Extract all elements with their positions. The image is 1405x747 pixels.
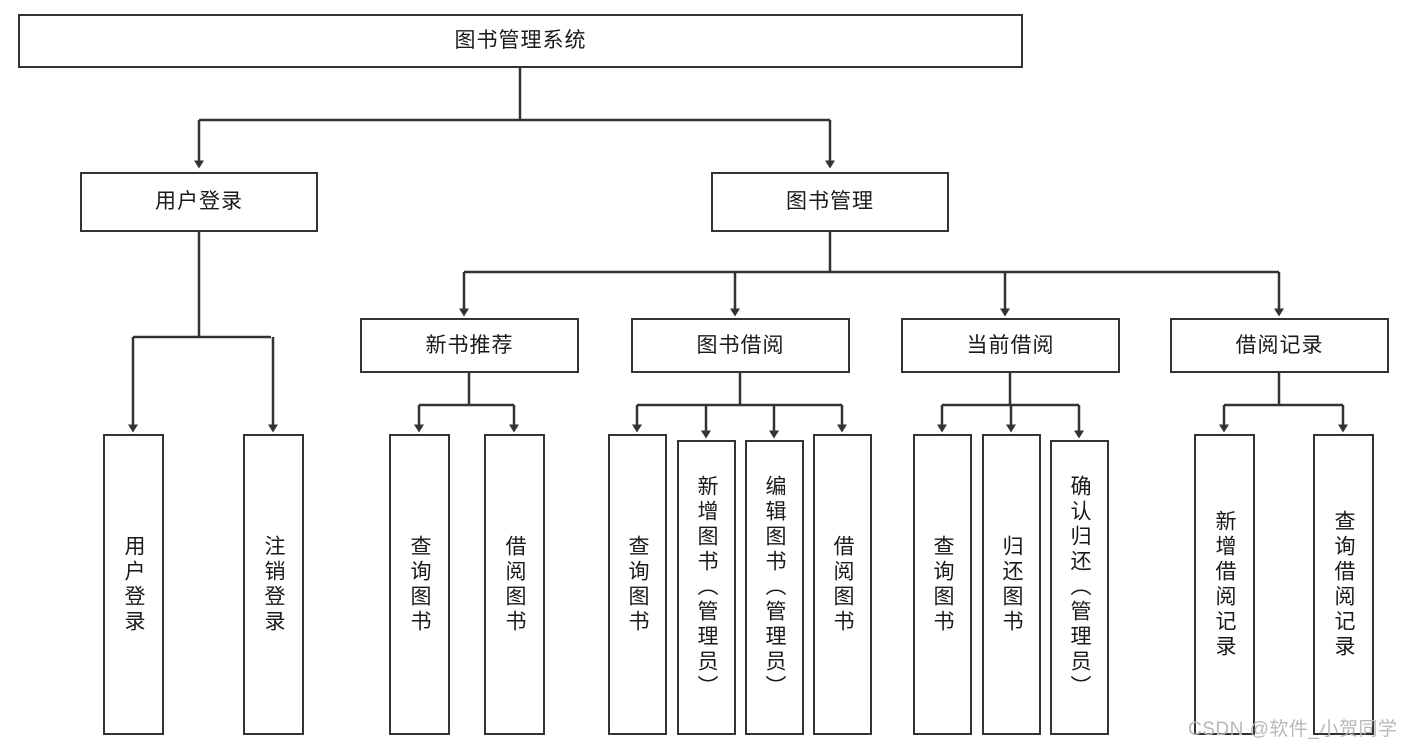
node-leaf-add-book-label: 新增图书（管理员） <box>695 475 718 700</box>
node-leaf-confirm-return[interactable]: 确认归还（管理员） <box>1050 440 1109 735</box>
node-user-login[interactable]: 用户登录 <box>80 172 318 232</box>
node-leaf-query-book-borrow-label: 查询图书 <box>626 534 649 635</box>
node-leaf-borrow-book[interactable]: 借阅图书 <box>813 434 872 735</box>
edge-new-book-recommend-to-leaves <box>414 373 519 433</box>
node-leaf-user-login[interactable]: 用户登录 <box>103 434 164 735</box>
node-leaf-add-borrow-record-label: 新增借阅记录 <box>1213 509 1236 660</box>
node-leaf-user-logout[interactable]: 注销登录 <box>243 434 304 735</box>
node-borrow-record-label: 借阅记录 <box>1235 333 1324 357</box>
node-leaf-borrow-book-label: 借阅图书 <box>831 534 854 635</box>
node-leaf-query-book-borrow[interactable]: 查询图书 <box>608 434 667 735</box>
node-leaf-query-book-recommend[interactable]: 查询图书 <box>389 434 450 735</box>
node-user-login-label: 用户登录 <box>155 190 243 214</box>
node-leaf-query-book-current[interactable]: 查询图书 <box>913 434 972 735</box>
node-root[interactable]: 图书管理系统 <box>18 14 1023 68</box>
node-leaf-query-book-current-label: 查询图书 <box>931 534 954 635</box>
node-leaf-add-book[interactable]: 新增图书（管理员） <box>677 440 736 735</box>
node-leaf-user-login-label: 用户登录 <box>122 534 145 635</box>
node-root-label: 图书管理系统 <box>454 29 587 53</box>
node-book-manage[interactable]: 图书管理 <box>711 172 949 232</box>
node-leaf-add-borrow-record[interactable]: 新增借阅记录 <box>1194 434 1255 735</box>
edge-borrow-record-to-leaves <box>1219 373 1348 433</box>
node-leaf-borrow-book-recommend-label: 借阅图书 <box>503 534 526 635</box>
node-leaf-return-book[interactable]: 归还图书 <box>982 434 1041 735</box>
edge-book-borrow-to-leaves <box>632 373 847 439</box>
node-leaf-user-logout-label: 注销登录 <box>262 534 285 635</box>
node-current-borrow-label: 当前借阅 <box>966 333 1055 357</box>
node-leaf-query-book-recommend-label: 查询图书 <box>408 534 431 635</box>
node-new-book-recommend[interactable]: 新书推荐 <box>360 318 579 373</box>
node-new-book-recommend-label: 新书推荐 <box>425 333 514 357</box>
node-leaf-query-borrow-record-label: 查询借阅记录 <box>1332 509 1355 660</box>
node-borrow-record[interactable]: 借阅记录 <box>1170 318 1389 373</box>
node-leaf-edit-book[interactable]: 编辑图书（管理员） <box>745 440 804 735</box>
node-leaf-borrow-book-recommend[interactable]: 借阅图书 <box>484 434 545 735</box>
edge-user-login-to-leaves <box>128 232 278 433</box>
node-leaf-edit-book-label: 编辑图书（管理员） <box>763 475 786 700</box>
node-leaf-return-book-label: 归还图书 <box>1000 534 1023 635</box>
node-current-borrow[interactable]: 当前借阅 <box>901 318 1120 373</box>
node-leaf-query-borrow-record[interactable]: 查询借阅记录 <box>1313 434 1374 735</box>
edge-current-borrow-to-leaves <box>937 373 1084 439</box>
node-book-borrow-label: 图书借阅 <box>696 333 785 357</box>
node-book-borrow[interactable]: 图书借阅 <box>631 318 850 373</box>
node-book-manage-label: 图书管理 <box>786 190 874 214</box>
edge-root-to-level2 <box>194 68 835 169</box>
node-leaf-confirm-return-label: 确认归还（管理员） <box>1068 475 1091 700</box>
edge-book-manage-to-level3 <box>459 232 1284 317</box>
